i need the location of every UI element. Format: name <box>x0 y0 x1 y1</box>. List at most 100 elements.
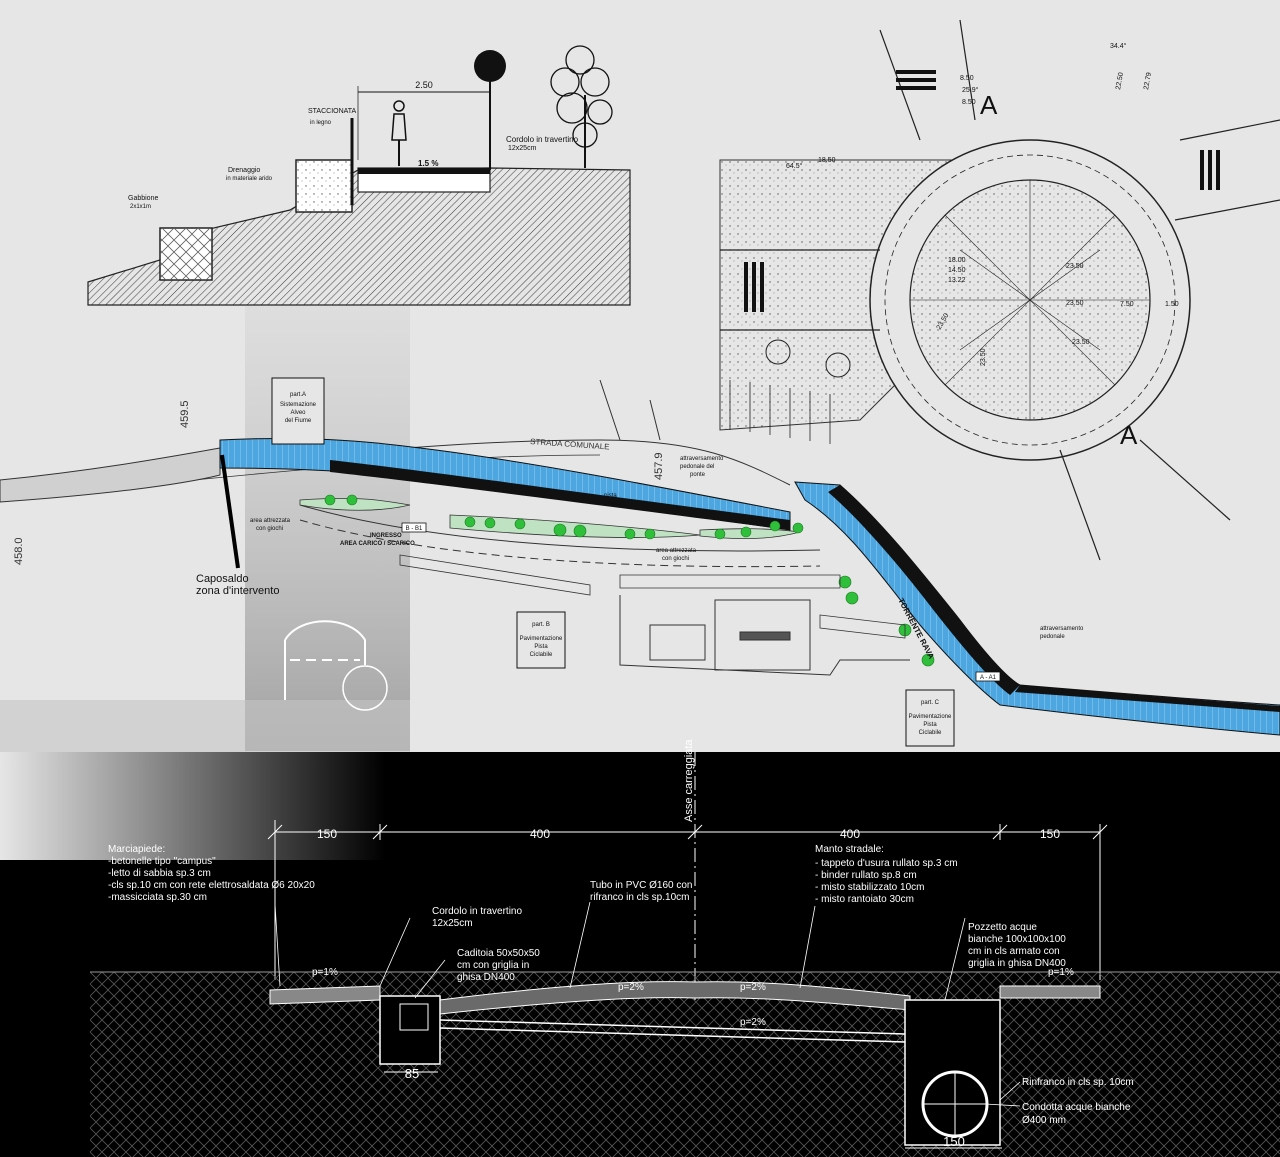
svg-text:ponte: ponte <box>690 472 706 478</box>
svg-text:part. C: part. C <box>921 700 940 706</box>
svg-text:p=2%: p=2% <box>740 1017 766 1028</box>
svg-text:attraversamento: attraversamento <box>1040 626 1084 632</box>
svg-text:Ciclabile: Ciclabile <box>919 730 942 736</box>
section-aa-tag <box>975 671 1001 682</box>
svg-text:18.00: 18.00 <box>948 257 966 264</box>
dim-250: 2.50 <box>415 80 433 90</box>
svg-text:bianche 100x100x100: bianche 100x100x100 <box>968 934 1066 945</box>
svg-text:cm in cls armato con: cm in cls armato con <box>968 946 1060 957</box>
svg-text:part.A: part.A <box>290 392 306 398</box>
svg-text:1.50: 1.50 <box>1165 301 1179 308</box>
svg-text:-massicciata sp.30 cm: -massicciata sp.30 cm <box>108 892 207 903</box>
svg-text:18.50: 18.50 <box>818 157 836 164</box>
svg-text:con giochi: con giochi <box>662 556 689 562</box>
bike-path-section: 2.50 STACCIONATA in legno Cordolo in tra… <box>87 45 631 306</box>
label-in-legno: in legno <box>310 120 332 126</box>
svg-text:- tappeto d'usura rullato sp.3: - tappeto d'usura rullato sp.3 cm <box>815 858 958 869</box>
svg-text:Condotta acque bianche: Condotta acque bianche <box>1022 1102 1131 1113</box>
level-457: 457.9 <box>653 452 665 480</box>
leader-lines <box>274 901 1021 1107</box>
svg-text:-betonelle tipo "campus": -betonelle tipo "campus" <box>108 856 216 867</box>
svg-text:13.22: 13.22 <box>948 277 966 284</box>
svg-text:con giochi: con giochi <box>256 526 283 532</box>
svg-text:25.9°: 25.9° <box>962 86 979 94</box>
svg-text:rifranco in cls sp.10cm: rifranco in cls sp.10cm <box>590 892 689 903</box>
rinfranco-note: Rinfranco in cls sp. 10cm <box>1022 1077 1134 1088</box>
part-b-box: part. B Pavimentazione Pista Ciclabile <box>516 611 566 669</box>
ground-fill <box>90 972 1280 1157</box>
svg-text:Caditoia 50x50x50: Caditoia 50x50x50 <box>457 948 540 959</box>
svg-text:p=1%: p=1% <box>1048 967 1074 978</box>
road-section <box>269 981 1101 1146</box>
path-surface <box>358 168 490 174</box>
svg-text:23.50: 23.50 <box>980 348 987 366</box>
svg-text:p=2%: p=2% <box>740 982 766 993</box>
svg-text:Pavimentazione: Pavimentazione <box>909 714 952 720</box>
svg-text:area attrezzata: area attrezzata <box>250 518 291 524</box>
building-outlines <box>619 595 910 676</box>
svg-text:- misto stabilizzato 10cm: - misto stabilizzato 10cm <box>815 882 924 893</box>
plan-annotations: area attrezzata con giochi area attrezza… <box>250 456 1084 640</box>
caditoia-box <box>379 995 441 1065</box>
caposaldo-line <box>220 454 240 569</box>
label-gabbione-2: 2x1x1m <box>130 204 151 210</box>
svg-text:INGRESSO: INGRESSO <box>370 533 402 539</box>
axis-label: Asse carreggiata <box>683 739 695 822</box>
dim-85: 85 <box>405 1066 419 1081</box>
svg-text:23.50: 23.50 <box>1066 300 1084 307</box>
caposaldo-label: Caposaldo <box>196 573 249 585</box>
svg-text:Ciclabile: Ciclabile <box>530 652 553 658</box>
svg-text:p=1%: p=1% <box>312 967 338 978</box>
svg-text:- binder rullato sp.8 cm: - binder rullato sp.8 cm <box>815 870 917 881</box>
dim-400-left: 400 <box>530 827 550 841</box>
label-slope: 1.5 % <box>418 159 438 168</box>
tree-icon <box>550 45 613 168</box>
svg-text:Manto stradale:: Manto stradale: <box>815 844 884 855</box>
svg-text:AREA CARICO / SCARICO: AREA CARICO / SCARICO <box>340 541 415 547</box>
level-458: 458.0 <box>13 537 25 565</box>
svg-text:8.50: 8.50 <box>962 99 976 106</box>
site-plan <box>0 379 1280 736</box>
label-cordolo-size: 12x25cm <box>508 145 537 152</box>
svg-text:- misto rantoiato 30cm: - misto rantoiato 30cm <box>815 894 914 905</box>
level-459: 459.5 <box>179 400 191 428</box>
svg-text:ciclabile: ciclabile <box>604 501 626 507</box>
section-bb-tag <box>401 522 427 533</box>
parking-stalls <box>729 380 831 444</box>
svg-text:attraversamento: attraversamento <box>680 456 724 462</box>
section-bb: B - B1 <box>406 526 423 532</box>
svg-text:12x25cm: 12x25cm <box>432 918 473 929</box>
svg-text:part. B: part. B <box>532 622 550 628</box>
svg-text:23.50: 23.50 <box>1072 339 1090 346</box>
caposaldo-label-2: zona d'intervento <box>196 585 279 597</box>
dimension-chain <box>267 820 1108 980</box>
svg-text:cm con griglia in: cm con griglia in <box>457 960 529 971</box>
svg-text:Pista: Pista <box>534 644 548 650</box>
svg-text:Pavimentazione: Pavimentazione <box>520 636 563 642</box>
section-aa: A - A1 <box>980 675 997 681</box>
section-mark-a-top: A <box>980 90 998 120</box>
dim-150-pozzetto: 150 <box>943 1134 965 1149</box>
dim-400-right: 400 <box>840 827 860 841</box>
svg-text:22.79: 22.79 <box>1143 72 1153 91</box>
pozzetto-note: Pozzetto acque bianche 100x100x100 cm in… <box>968 922 1066 969</box>
svg-text:Sistemazione: Sistemazione <box>280 402 317 408</box>
svg-text:Ø400 mm: Ø400 mm <box>1022 1115 1066 1126</box>
svg-text:-cls sp.10 cm con rete elettro: -cls sp.10 cm con rete elettrosaldata Ø6… <box>108 880 315 891</box>
section-mark-a-bottom: A <box>1120 420 1138 450</box>
svg-text:23.50: 23.50 <box>1066 263 1084 270</box>
svg-text:del Fiume: del Fiume <box>285 418 312 424</box>
svg-text:p=2%: p=2% <box>618 982 644 993</box>
part-a-box: part.A Sistemazione Alveo del Fiume <box>271 377 325 445</box>
pvc-pipe <box>439 1019 906 1035</box>
svg-text:8.50: 8.50 <box>960 75 974 82</box>
svg-text:pedonale: pedonale <box>1040 634 1065 640</box>
svg-text:Marciapiede:: Marciapiede: <box>108 844 165 855</box>
part-c-box: part. C Pavimentazione Pista Ciclabile <box>905 689 955 747</box>
fade-band <box>0 752 700 860</box>
svg-text:ghisa DN400: ghisa DN400 <box>457 972 515 983</box>
parking-row <box>399 554 906 639</box>
svg-text:34.4°: 34.4° <box>1110 42 1127 50</box>
